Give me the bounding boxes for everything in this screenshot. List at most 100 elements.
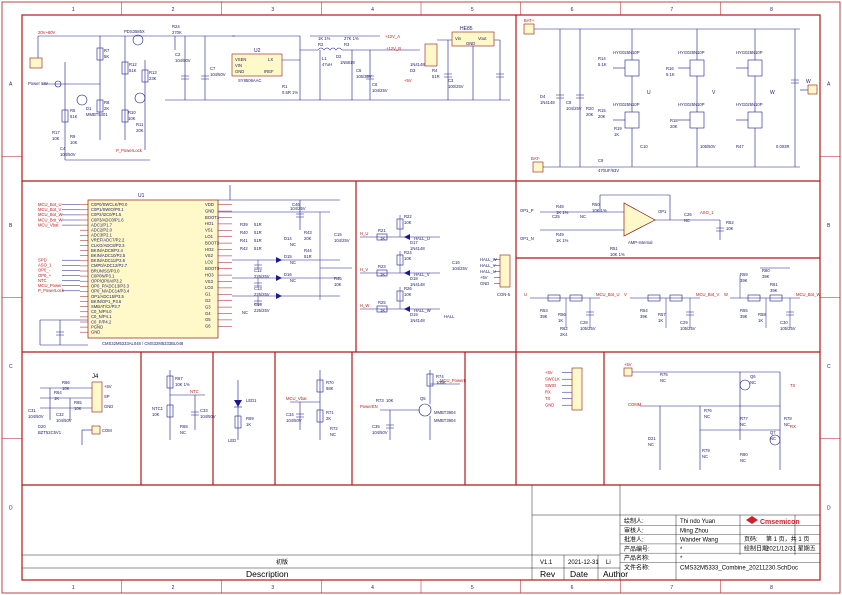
title-row-label: 产品编号: <box>624 545 650 553</box>
header-date: Date <box>570 569 588 579</box>
component-label: R47 <box>736 144 744 149</box>
component-label: R19 <box>614 126 622 131</box>
motor-output-box <box>807 84 818 95</box>
amp-section: OP1 AMP-Internal OP1_P OP1_N ASO_1 R481K… <box>520 194 734 257</box>
mcu-pin-label: OPP/OP0A/P3.2 <box>91 279 123 284</box>
mcu-net-label: P_PowerLock <box>38 288 65 293</box>
component-label: C5 <box>356 68 362 73</box>
row-marker-right-C: C <box>827 364 831 370</box>
mcu-right-pin: GND <box>205 208 214 213</box>
component-label: NC <box>648 442 654 447</box>
component-label: R59 <box>740 272 748 277</box>
component-label: R23 <box>378 264 386 269</box>
vin-label: 20V~60V <box>38 30 56 35</box>
component-label: D18 <box>410 276 418 281</box>
mcu-pin-label: CLKO/ADC8/P2.3 <box>91 243 125 248</box>
component-label: 10K <box>404 256 412 261</box>
mcu-pin-label: C0_N/P4.1 <box>91 314 112 319</box>
component-label: R8 <box>104 100 110 105</box>
bat-minus-box <box>532 161 544 173</box>
mcu-right-pin: HO2 <box>205 247 214 252</box>
mcu-net-label: MCU_Bot_W <box>38 217 62 222</box>
component-label: R14 <box>598 56 606 61</box>
mcu-net-label: MCU_Bot_U <box>38 202 62 207</box>
mcu-ref: U1 <box>138 193 145 199</box>
company-name: Cmsemicon <box>760 519 800 526</box>
component-label: 1K <box>380 308 385 313</box>
mosfet-part: HYG025N10P <box>678 102 705 107</box>
mcu-right-pin: BOOT3 <box>205 266 220 271</box>
mcu-pin-label: ADC3/P2.1 <box>91 233 113 238</box>
component-label: 20K <box>586 112 594 117</box>
mcu-pin-label: C0P1/SWIO/P0.1 <box>91 207 124 212</box>
component-label: HALL_U <box>414 236 430 241</box>
bemf-phase-net: W <box>724 292 728 297</box>
j4-ref: J4 <box>92 374 99 380</box>
component-label: 104/25V <box>334 238 350 243</box>
component-label: 105/25V <box>580 326 596 331</box>
component-label: NC <box>770 436 776 441</box>
component-label: C29 <box>680 320 688 325</box>
component-label: C13 <box>254 286 262 291</box>
hall-pin-label: GND <box>480 281 489 286</box>
led-section: LED1 LED R69 1K <box>228 380 257 443</box>
component-label: NC <box>290 278 296 283</box>
component-label: C6 <box>372 82 378 87</box>
component-label: R7 <box>104 48 110 53</box>
component-label: R65 <box>74 400 82 405</box>
mcu-pin-label: C0_P/P4.2 <box>91 319 112 324</box>
mcu-right-pin: LO3 <box>205 285 214 290</box>
component-label: 51R <box>432 74 440 79</box>
rev-value: V1.1 <box>540 560 553 566</box>
component-label: Q6 <box>750 374 756 379</box>
component-label: HALL_W <box>414 308 431 313</box>
mcu-pin-label: VREF/ADC7/P2.2 <box>91 238 125 243</box>
u3-pin-vin: Vin <box>455 36 462 41</box>
u2-pin-vin: VIN <box>235 63 242 68</box>
component-label: C30 <box>780 320 788 325</box>
motor-output-label: W <box>806 79 811 85</box>
component-label: 10K <box>404 292 412 297</box>
prog-pin-label: +5V <box>545 370 553 375</box>
component-label: NTC1 <box>152 406 164 411</box>
component-label: R10 <box>128 110 136 115</box>
header-rev: Rev <box>540 569 556 579</box>
component-label: 20K <box>598 114 606 119</box>
phase-label-V: V <box>712 90 716 96</box>
mcu-pin-label: PGND <box>91 324 103 329</box>
column-marker-5: 5 <box>471 7 474 13</box>
component-label: R40 <box>240 230 248 235</box>
mosfet-icon <box>624 59 640 77</box>
hall-pin-label: HALL_W <box>480 257 497 262</box>
component-label: C15 <box>334 232 342 237</box>
component-label: R49 <box>556 232 564 237</box>
power-sw-label: Power SW <box>28 81 48 86</box>
component-label: R57 <box>658 312 666 317</box>
led-r-ref: R69 <box>246 416 254 421</box>
title-row-value: * <box>680 556 683 562</box>
component-label: D21 <box>648 436 656 441</box>
component-label: 104/50V <box>28 414 44 419</box>
mcu-pin-label: OP1/ADC15/P3.5 <box>91 294 124 299</box>
mosfet-icon <box>689 59 705 77</box>
component-label: 10K <box>726 226 734 231</box>
title-row-label: 批准人: <box>624 536 644 544</box>
power-lock-label: P_PowerLock <box>116 148 143 153</box>
component-label: R16 <box>666 66 674 71</box>
component-label: C46 <box>292 202 300 207</box>
date-value: 2021-12-31 <box>568 560 599 566</box>
component-label: R45 <box>334 276 342 281</box>
title-row-value: Thi ndo Yuan <box>680 519 715 525</box>
j4-pin-sp: SP <box>104 394 110 399</box>
comm-tx: TX <box>790 383 796 388</box>
component-label: R13 <box>149 70 157 75</box>
led-r-val: 1K <box>246 422 251 427</box>
component-label: 39K <box>540 314 548 319</box>
bemf-phase-net: U <box>524 292 527 297</box>
title-row-label: 绘制人: <box>624 517 644 525</box>
